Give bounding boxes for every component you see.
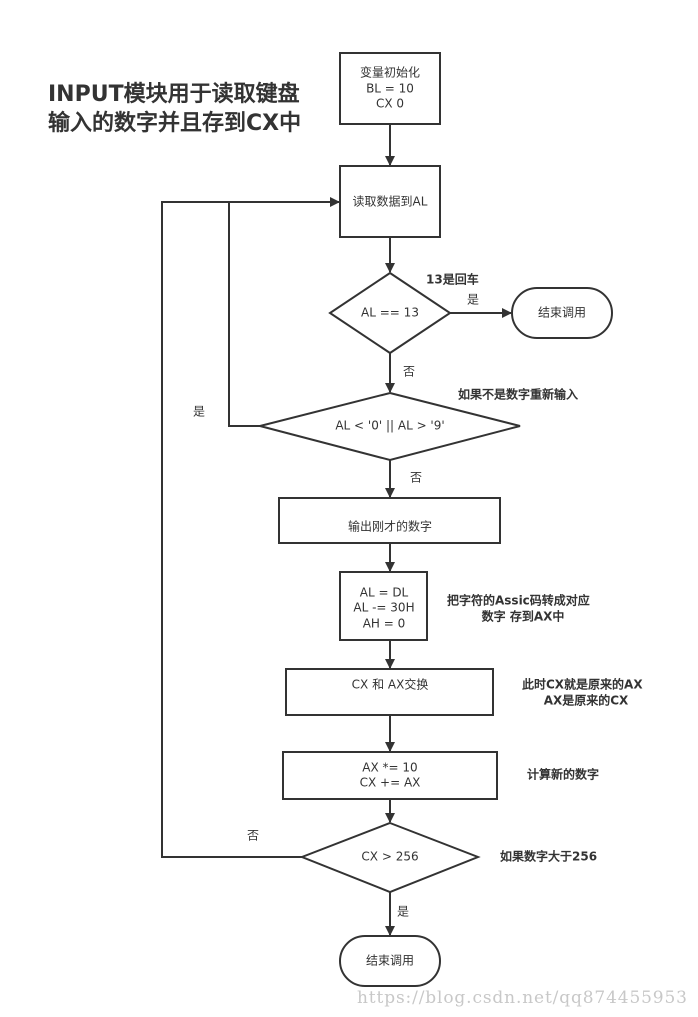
note-convert-line2: 数字 存到AX中	[482, 609, 565, 624]
read-label: 读取数据到AL	[353, 194, 428, 209]
echo-label: 输出刚才的数字	[348, 519, 432, 534]
check-digit-label: AL < '0' || AL > '9'	[335, 419, 444, 433]
edge-label-digit-yes: 是	[193, 405, 205, 419]
node-end2: 结束调用	[339, 935, 441, 987]
edge-label-overflow-yes: 是	[397, 905, 409, 919]
note-digit: 如果不是数字重新输入	[458, 387, 578, 402]
swap-label: CX 和 AX交换	[352, 677, 429, 692]
convert-line1: AL = DL	[360, 586, 409, 600]
node-compute: AX *= 10 CX += AX	[282, 751, 498, 800]
note-swap-line2: AX是原来的CX	[544, 693, 629, 708]
edge-digit-yes-loop	[228, 197, 340, 427]
note-enter: 13是回车	[426, 272, 479, 287]
compute-line1: AX *= 10	[362, 761, 417, 775]
end1-label: 结束调用	[538, 306, 586, 320]
convert-line2: AL -= 30H	[353, 601, 414, 615]
node-init: 变量初始化 BL = 10 CX 0	[339, 52, 441, 125]
watermark: https://blog.csdn.net/qq874455953	[357, 988, 687, 1008]
edge-label-enter-yes: 是	[467, 293, 479, 307]
edge-overflow-no-loop	[161, 201, 302, 858]
compute-line2: CX += AX	[360, 776, 421, 790]
edge-label-digit-no: 否	[410, 471, 422, 485]
note-convert-line1: 把字符的Assic码转成对应	[447, 593, 590, 608]
init-line3: CX 0	[376, 97, 404, 111]
note-swap-line1: 此时CX就是原来的AX	[522, 677, 643, 692]
check-overflow-label: CX > 256	[361, 850, 418, 864]
node-echo: 输出刚才的数字	[278, 497, 501, 544]
edge-label-overflow-no: 否	[247, 829, 259, 843]
diagram-title-line1: INPUT模块用于读取键盘	[48, 81, 300, 107]
node-swap: CX 和 AX交换	[285, 668, 494, 716]
edge-label-enter-no: 否	[403, 365, 415, 379]
init-line2: BL = 10	[366, 82, 414, 96]
end2-label: 结束调用	[366, 954, 414, 968]
node-check-overflow: CX > 256	[299, 821, 481, 894]
node-read: 读取数据到AL	[339, 165, 441, 238]
edges	[161, 124, 512, 936]
node-check-digit: AL < '0' || AL > '9'	[259, 391, 521, 462]
convert-line3: AH = 0	[363, 617, 406, 631]
diagram-title-line2: 输入的数字并且存到CX中	[48, 110, 301, 136]
node-check-enter: AL == 13	[328, 271, 452, 355]
check-enter-label: AL == 13	[361, 306, 419, 320]
node-convert: AL = DL AL -= 30H AH = 0	[339, 571, 428, 641]
note-overflow: 如果数字大于256	[500, 849, 597, 864]
node-end1: 结束调用	[511, 287, 613, 339]
note-compute: 计算新的数字	[527, 767, 599, 782]
init-line1: 变量初始化	[360, 65, 420, 80]
